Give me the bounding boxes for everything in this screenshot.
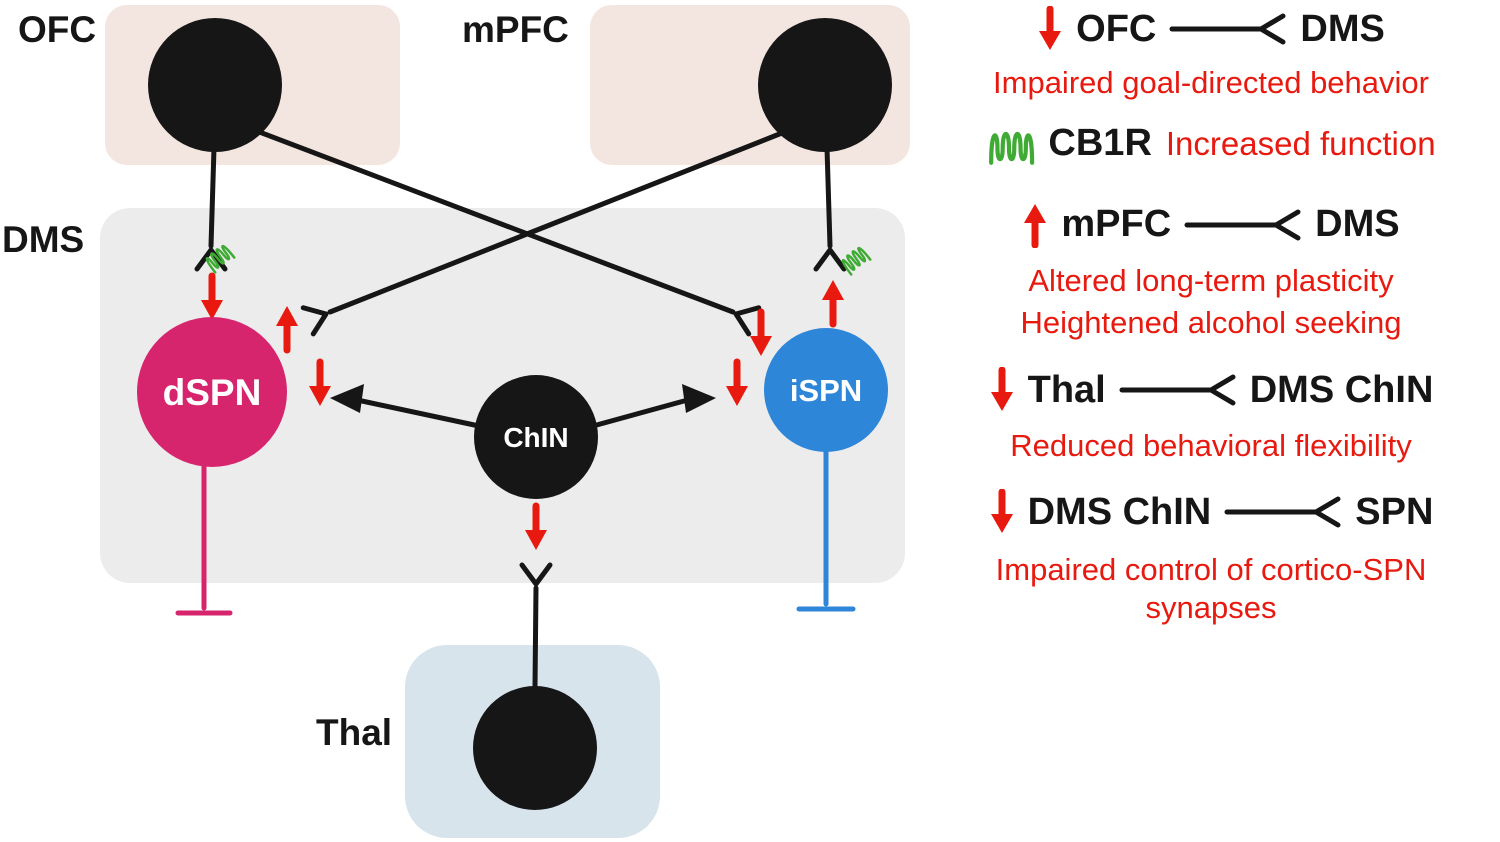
legend-target-label: DMS — [1300, 7, 1385, 50]
arrowhead-icon — [682, 384, 716, 413]
axon-terminal-icon — [1224, 496, 1341, 528]
legend-relation-ofc-dms: OFC DMS — [1037, 6, 1385, 52]
chin-label: ChIN — [503, 422, 568, 453]
legend-note: synapses — [1145, 590, 1277, 626]
dms-region-label: DMS — [2, 219, 84, 260]
legend-relation-mpfc-dms: mPFC DMS — [1022, 202, 1400, 248]
legend-receptor-label: CB1R — [1048, 122, 1152, 165]
ispn-neuron — [764, 328, 888, 452]
chin-to-ispn-projection — [590, 384, 716, 429]
legend-target-label: SPN — [1355, 490, 1434, 533]
up-arrow-icon — [1024, 203, 1047, 248]
legend-note: Impaired control of cortico-SPN — [995, 552, 1427, 588]
legend-note: Heightened alcohol seeking — [1020, 304, 1402, 340]
legend-source-label: OFC — [1076, 7, 1157, 50]
legend: OFC DMS Impaired goal-directed behavior … — [924, 2, 1498, 627]
chin-neuron — [474, 375, 598, 499]
legend-cb1r-row: CB1R Increased function — [986, 122, 1436, 166]
dspn-neuron — [137, 317, 287, 467]
legend-relation-dmschin-spn: DMS ChIN SPN — [989, 489, 1434, 535]
ofc-region-label: OFC — [18, 9, 96, 50]
down-arrow-icon — [990, 489, 1013, 534]
down-arrow-icon — [1039, 6, 1062, 50]
dspn-label: dSPN — [163, 372, 262, 413]
legend-note: Reduced behavioral flexibility — [1010, 428, 1412, 464]
axon-terminal-icon — [1184, 209, 1301, 241]
down-arrow-icon — [990, 367, 1013, 412]
legend-source-label: mPFC — [1061, 203, 1172, 246]
axon-terminal-icon — [1119, 374, 1236, 406]
cb1r-receptor-icon — [986, 122, 1038, 166]
legend-note: Altered long-term plasticity — [1028, 262, 1394, 298]
legend-source-label: Thal — [1027, 368, 1106, 411]
ofc-to-dspn-projection — [197, 145, 236, 274]
ispn-output-projection — [796, 448, 856, 612]
legend-target-label: DMS ChIN — [1249, 368, 1434, 411]
ofc-neuron — [148, 18, 282, 152]
legend-note: Impaired goal-directed behavior — [993, 65, 1429, 100]
legend-target-label: DMS — [1315, 203, 1400, 246]
legend-relation-thal-dmschin: Thal DMS ChIN — [989, 367, 1434, 413]
thal-neuron — [473, 686, 597, 810]
legend-source-label: DMS ChIN — [1027, 490, 1212, 533]
thal-to-chin-projection — [522, 565, 550, 690]
mpfc-neuron — [758, 18, 892, 152]
legend-receptor-note: Increased function — [1165, 124, 1436, 162]
mpfc-to-dspn-projection — [303, 128, 790, 334]
mpfc-to-ispn-projection — [816, 145, 872, 276]
arrowhead-icon — [330, 384, 364, 413]
axon-terminal-icon — [1169, 13, 1286, 45]
mpfc-region-label: mPFC — [462, 9, 569, 50]
thal-region-label: Thal — [316, 712, 392, 753]
dspn-output-projection — [175, 462, 233, 616]
ofc-to-ispn-projection — [251, 127, 759, 334]
ispn-label: iSPN — [790, 373, 862, 408]
chin-to-dspn-projection — [330, 384, 482, 429]
